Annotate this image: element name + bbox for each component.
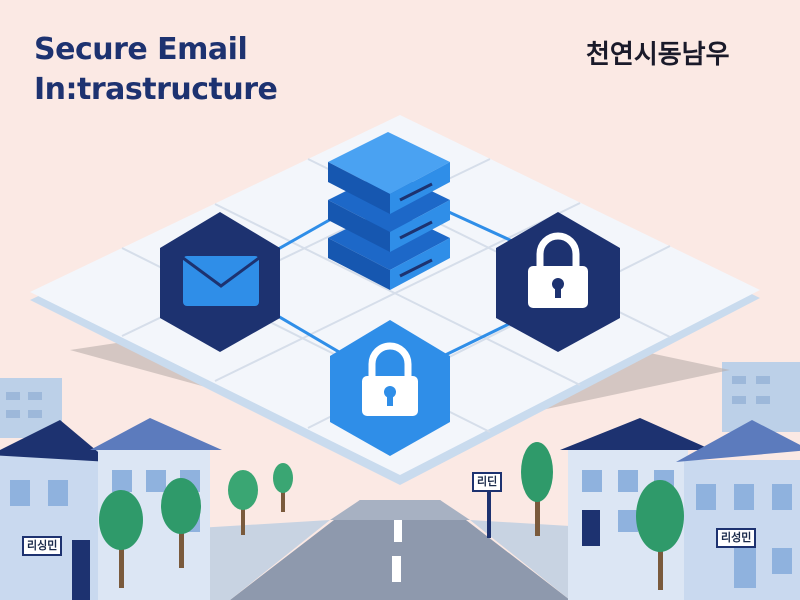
padlock-icon: [496, 212, 620, 352]
sign-center: 리딘: [472, 472, 503, 492]
padlock-icon: [330, 320, 450, 456]
page-title: Secure Email In:trastructure: [34, 30, 278, 110]
server-stack-icon: [328, 132, 450, 290]
trees: [99, 442, 684, 590]
title-line-1: Secure Email: [34, 32, 248, 67]
sign-right: 리성민: [716, 528, 757, 548]
corner-text: 천연시동남우: [586, 40, 730, 70]
sign-posts: [487, 488, 491, 538]
envelope-icon: [160, 212, 280, 352]
title-line-2: In:trastructure: [34, 72, 278, 107]
sign-left: 리싱민: [22, 536, 63, 556]
background-city: [0, 362, 800, 438]
